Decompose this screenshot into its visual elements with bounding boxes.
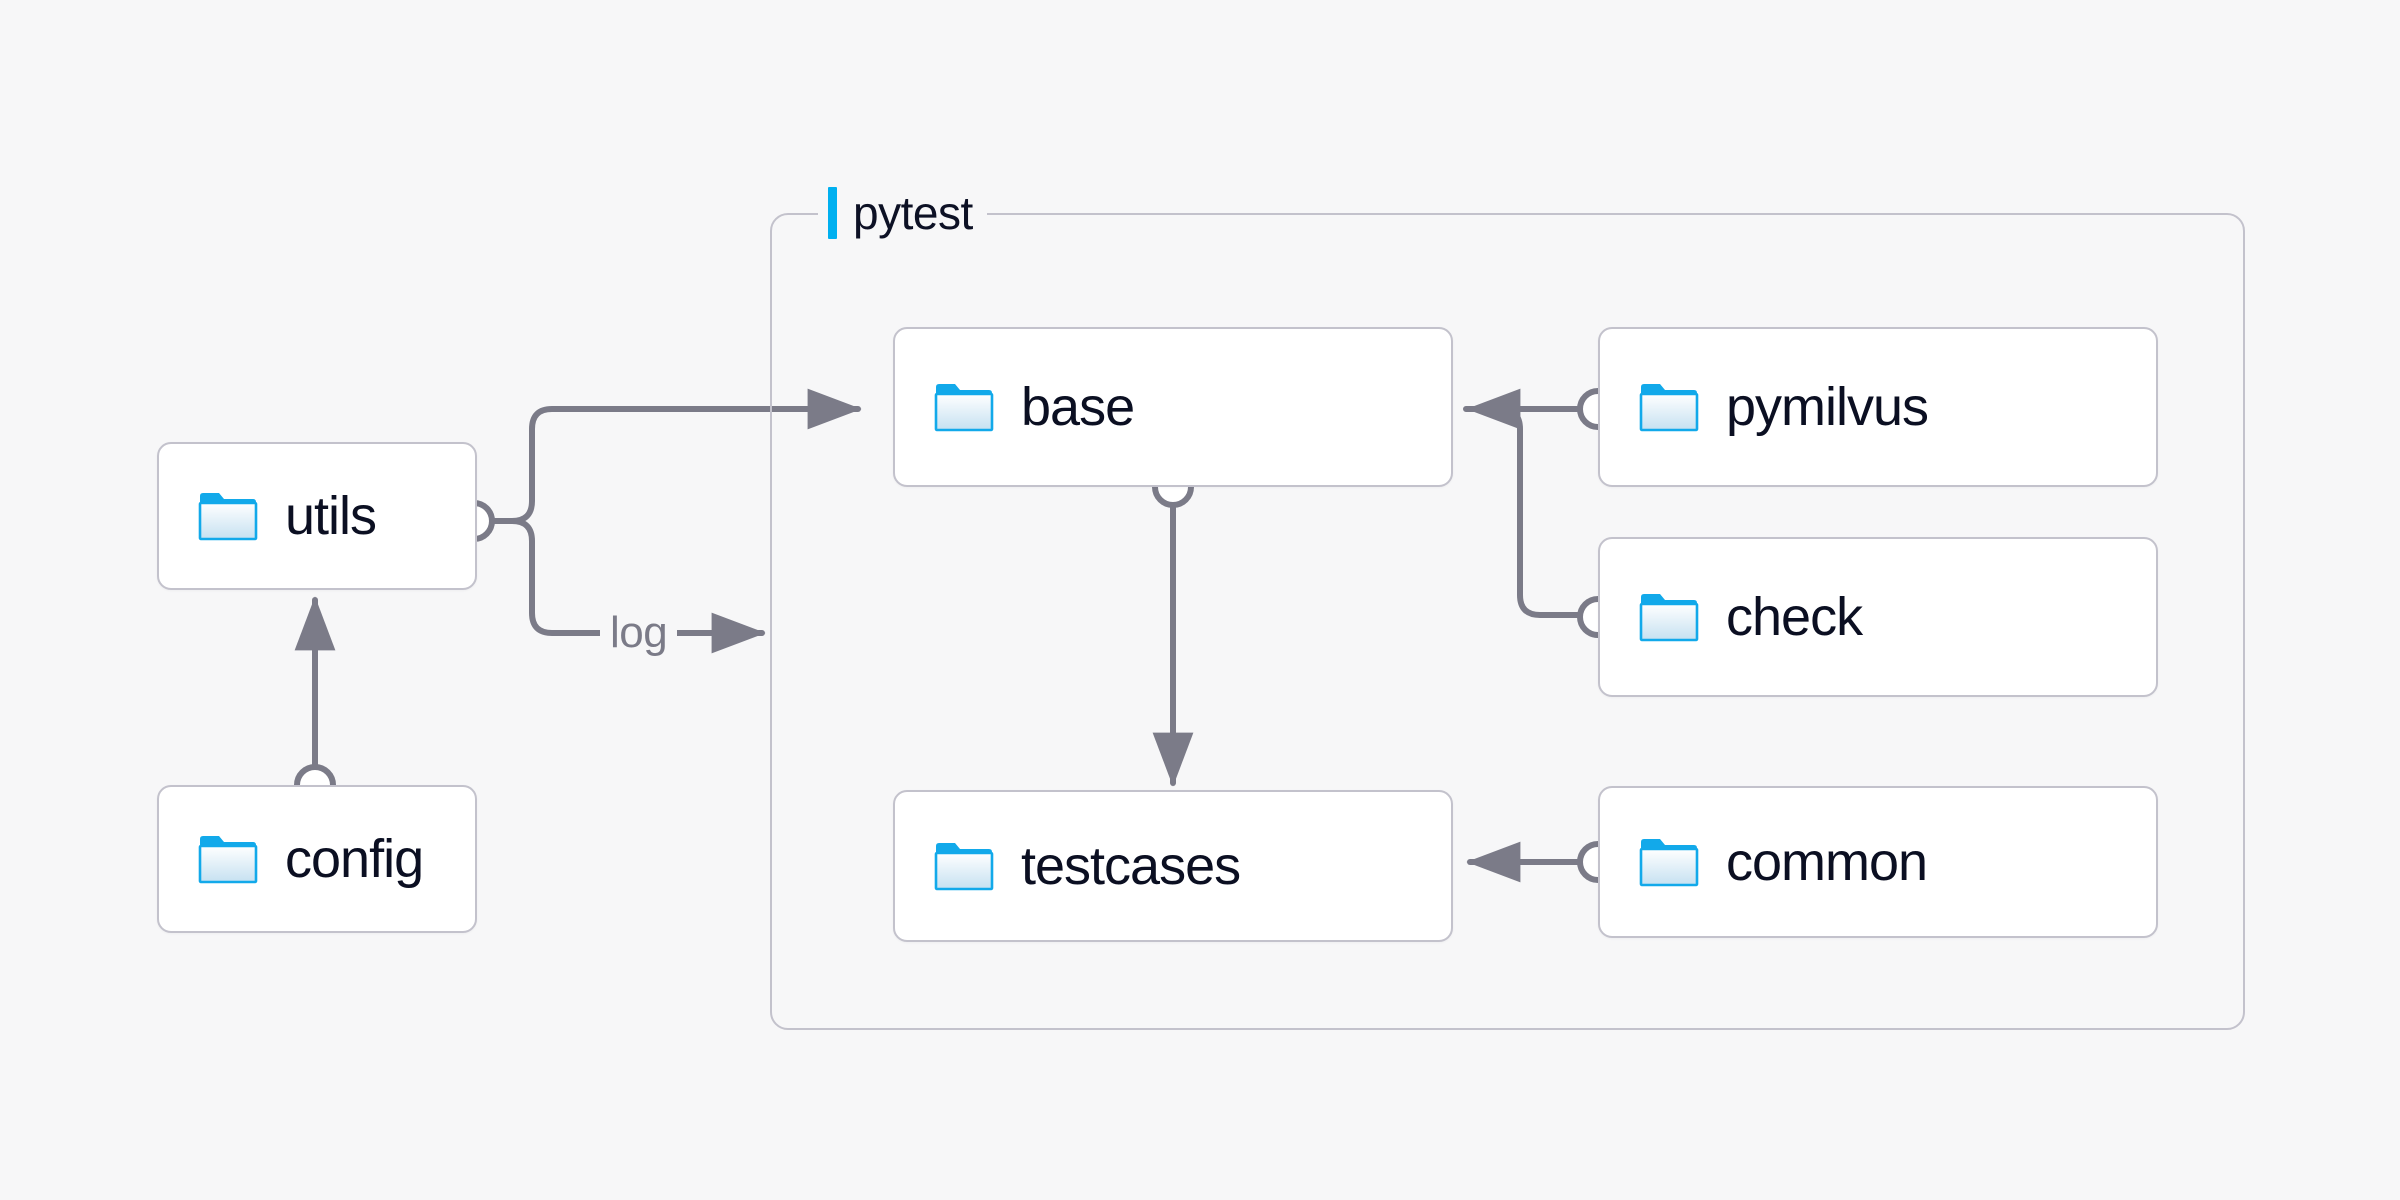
node-common-content: common [1600, 832, 1928, 892]
node-pymilvus-label: pymilvus [1726, 377, 1929, 437]
group-accent-bar [828, 187, 837, 239]
group-pytest-label: pytest [818, 184, 987, 242]
edge-label-log: log [600, 608, 678, 658]
node-common-label: common [1726, 832, 1928, 892]
node-base-content: base [895, 377, 1135, 437]
node-utils-content: utils [159, 486, 377, 546]
node-utils[interactable]: utils [157, 442, 477, 590]
node-check-content: check [1600, 587, 1863, 647]
folder-icon [1639, 839, 1699, 887]
folder-icon [1639, 594, 1699, 642]
folder-icon [198, 493, 258, 541]
node-pymilvus-content: pymilvus [1600, 377, 1929, 437]
group-title: pytest [853, 187, 973, 239]
node-common[interactable]: common [1598, 786, 2158, 938]
folder-icon [934, 384, 994, 432]
node-testcases-label: testcases [1021, 836, 1241, 896]
node-config-label: config [285, 829, 424, 889]
node-testcases-content: testcases [895, 836, 1241, 896]
folder-icon [198, 836, 258, 884]
node-testcases[interactable]: testcases [893, 790, 1453, 942]
node-base-label: base [1021, 377, 1135, 437]
node-config[interactable]: config [157, 785, 477, 933]
node-config-content: config [159, 829, 424, 889]
node-utils-label: utils [285, 486, 377, 546]
group-pytest[interactable] [770, 213, 2245, 1030]
node-pymilvus[interactable]: pymilvus [1598, 327, 2158, 487]
node-check[interactable]: check [1598, 537, 2158, 697]
node-base[interactable]: base [893, 327, 1453, 487]
folder-icon [934, 843, 994, 891]
folder-icon [1639, 384, 1699, 432]
node-check-label: check [1726, 587, 1863, 647]
